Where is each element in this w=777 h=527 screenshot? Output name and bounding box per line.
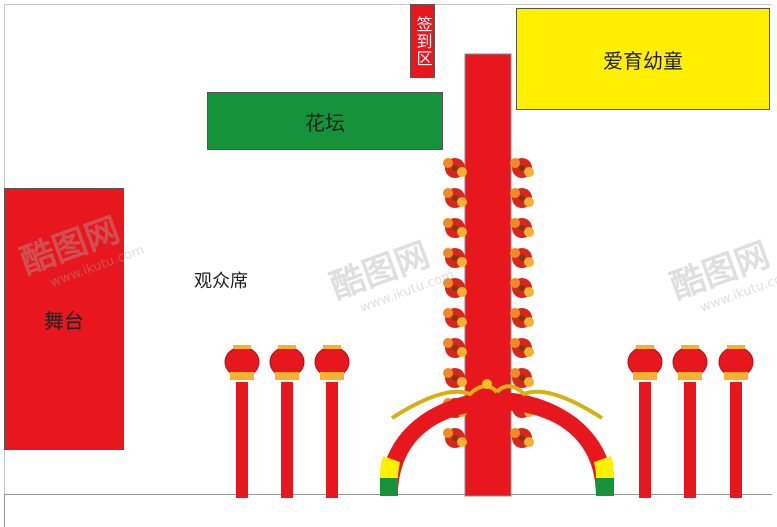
flower-cluster (510, 338, 534, 358)
flower-cluster (443, 308, 467, 328)
flower-bed: 花坛 (207, 92, 443, 150)
stage-area: 舞台 (4, 188, 124, 450)
flower-cluster (510, 248, 534, 268)
kids-zone-label: 爱育幼童 (603, 48, 683, 73)
flower-cluster (443, 248, 467, 268)
lantern-pillar (224, 345, 260, 498)
lantern-pillar (314, 345, 350, 498)
inflatable-arch (380, 379, 614, 496)
signin-label: 签到区 (413, 15, 433, 67)
flower-cluster (510, 428, 534, 448)
stage-label: 舞台 (44, 308, 84, 333)
lantern-pillar (672, 345, 708, 498)
flower-cluster (510, 188, 534, 208)
flower-cluster (443, 368, 467, 388)
flower-cluster (443, 218, 467, 238)
flower-cluster (443, 188, 467, 208)
flower-cluster (510, 308, 534, 328)
signin-area: 签到区 (410, 4, 435, 78)
flower-cluster (510, 278, 534, 298)
kids-zone: 爱育幼童 (516, 8, 770, 110)
flower-cluster (443, 158, 467, 178)
center-pillar (464, 53, 512, 497)
flower-cluster (510, 218, 534, 238)
flower-bed-label: 花坛 (305, 110, 345, 135)
lantern-pillar (718, 345, 754, 498)
flower-cluster (510, 158, 534, 178)
flower-cluster (443, 278, 467, 298)
flower-string-right (510, 158, 534, 448)
flower-cluster (443, 428, 467, 448)
flower-cluster (510, 368, 534, 388)
lantern-pillar (627, 345, 663, 498)
lantern-pillar (269, 345, 305, 498)
flower-cluster (443, 338, 467, 358)
audience-label: 观众席 (194, 271, 248, 292)
